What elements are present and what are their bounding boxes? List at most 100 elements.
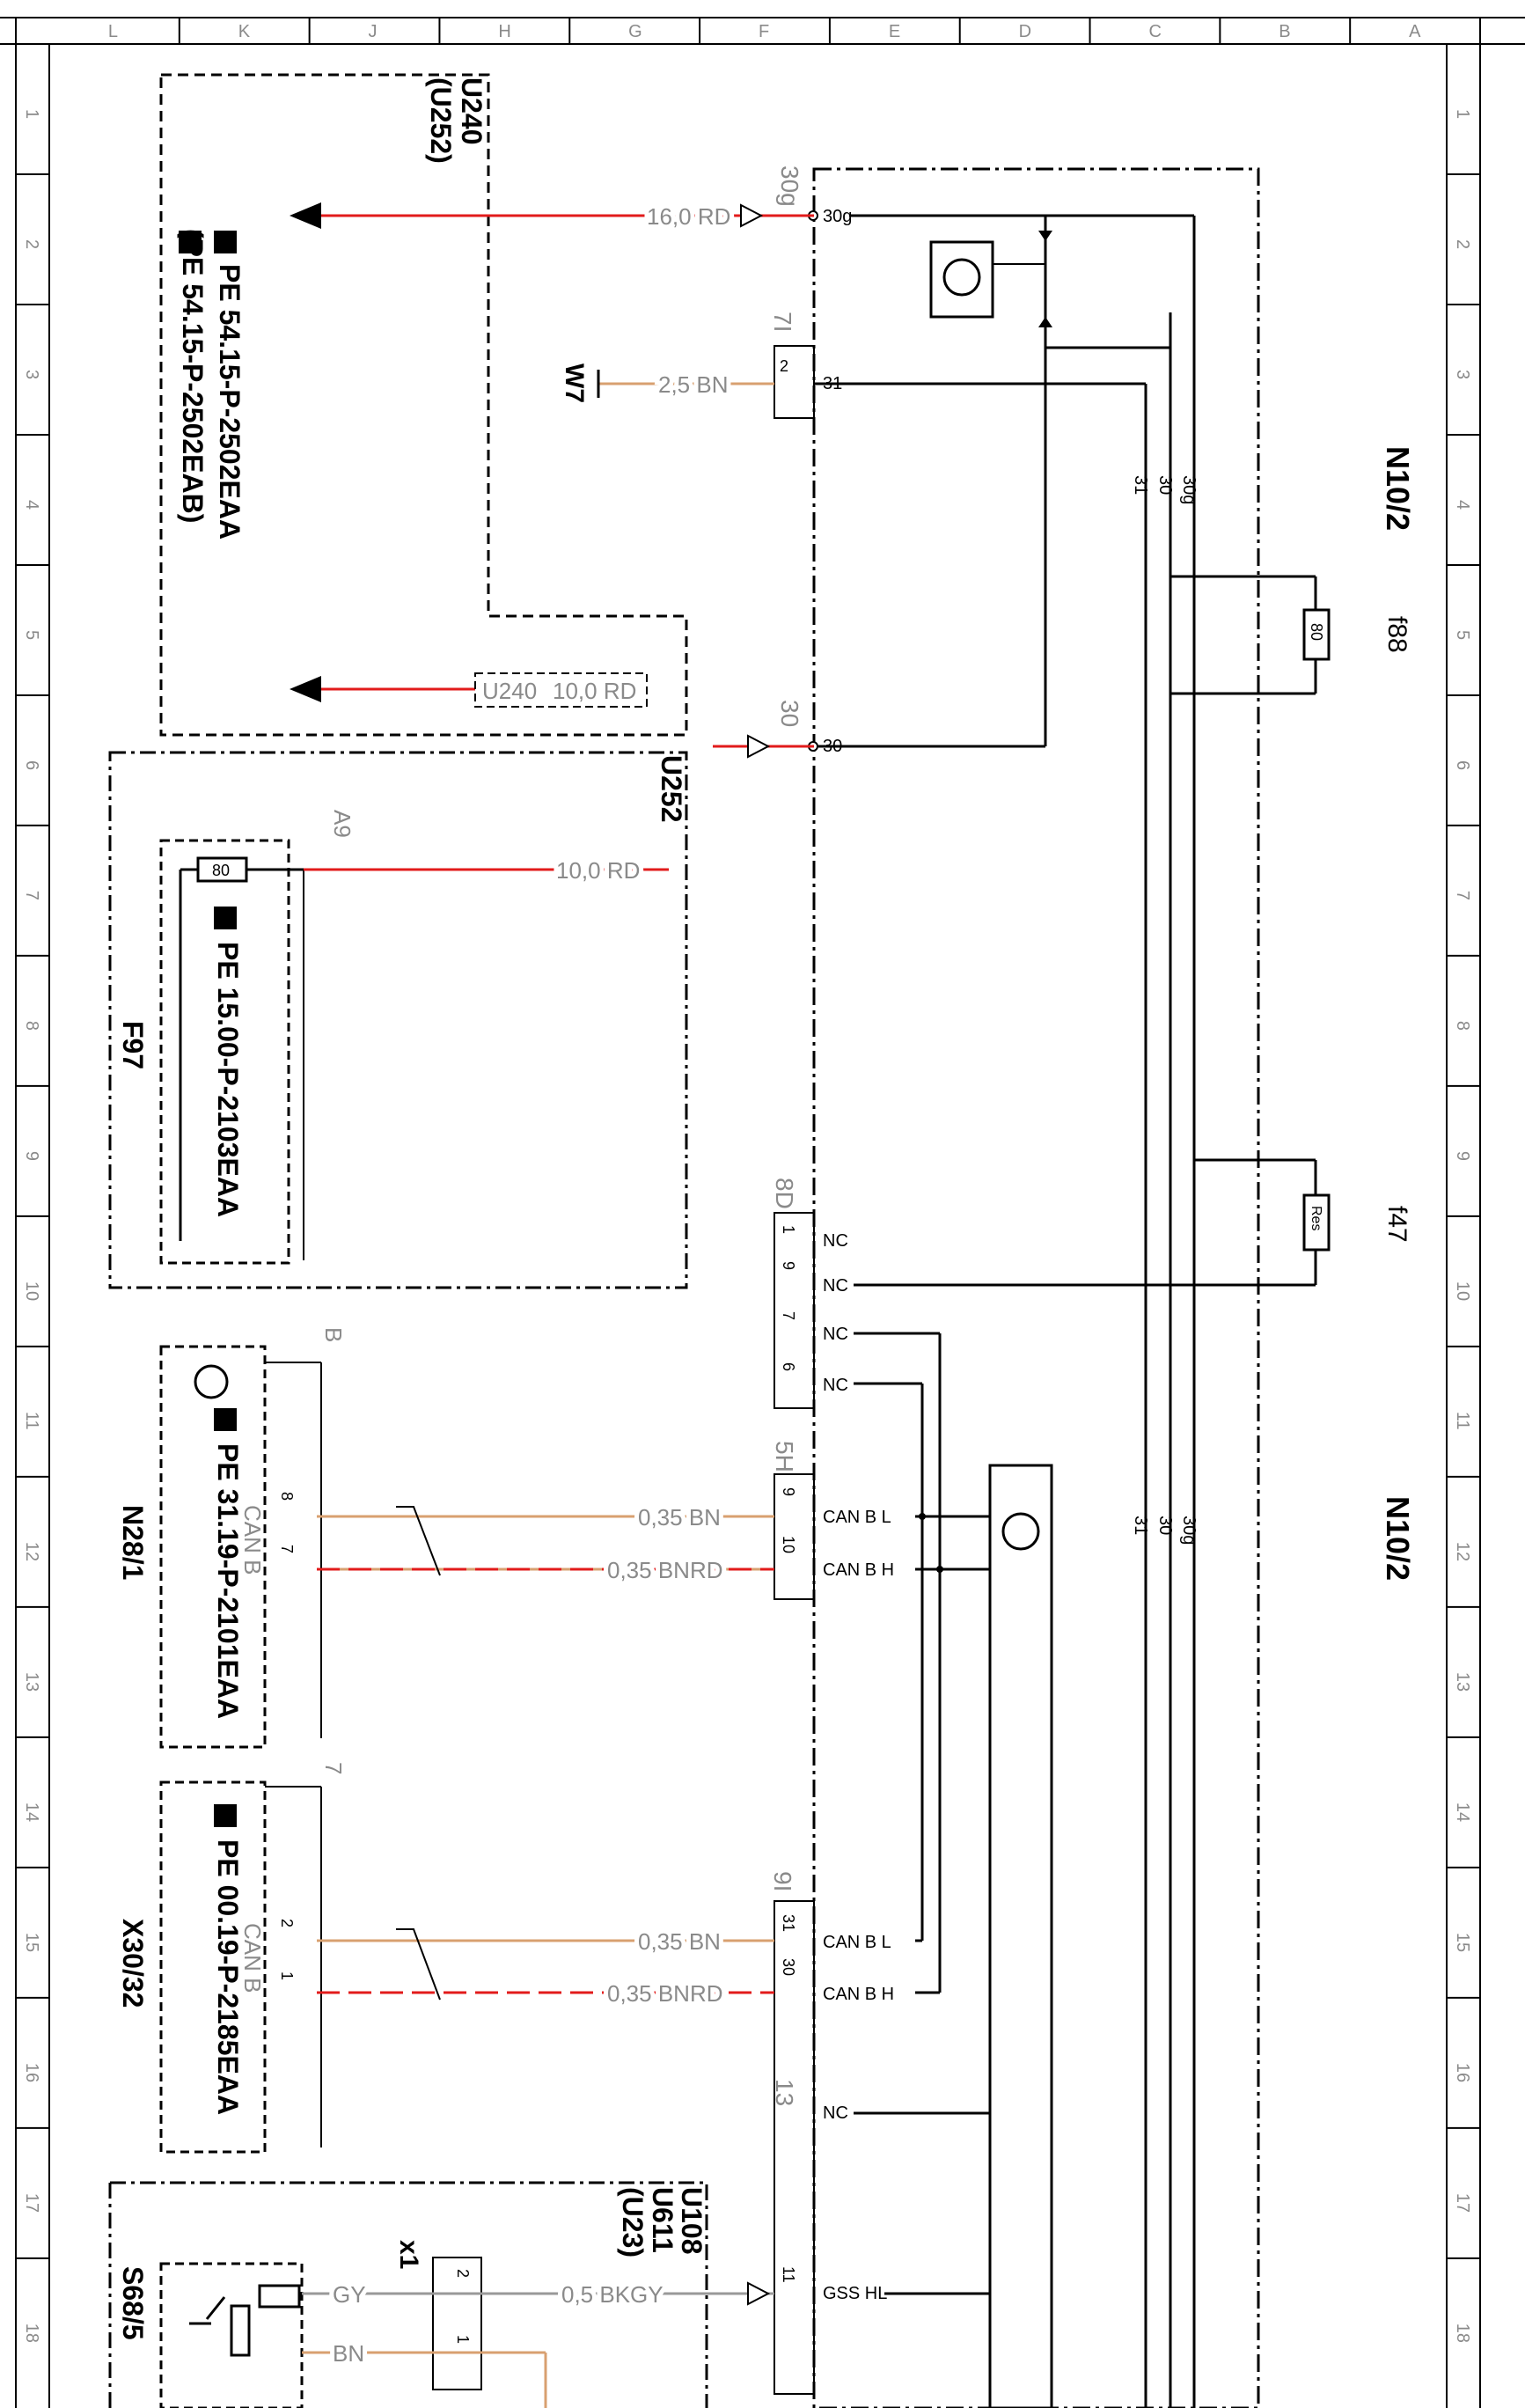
pin-can-b-l-2: CAN B L bbox=[823, 1933, 891, 1952]
row-label: 8 bbox=[22, 1021, 41, 1031]
row-label: 17 bbox=[22, 2193, 41, 2213]
wire-035-bn-2-text: 0,35 BN bbox=[638, 1928, 721, 1955]
pin-9b: 9 bbox=[780, 1487, 797, 1496]
column-label: A bbox=[1409, 22, 1421, 41]
pin-nc-2: NC bbox=[823, 1276, 848, 1296]
pin-30g: 30g bbox=[823, 207, 852, 226]
wire-bn-text: BN bbox=[333, 2340, 364, 2367]
u252-paren-label: (U252) bbox=[425, 77, 457, 164]
s68-resistor bbox=[258, 2284, 301, 2309]
row-label: 10 bbox=[1453, 1281, 1472, 1301]
pe-ref-0019: PE 00.19-P-2185EAA bbox=[212, 1839, 244, 2115]
pin-9: 9 bbox=[780, 1261, 797, 1270]
pin-can-b-h-1: CAN B H bbox=[823, 1560, 894, 1580]
row-label: 2 bbox=[22, 239, 41, 249]
s68-label: S68/5 bbox=[117, 2266, 149, 2340]
x30-label: X30/32 bbox=[117, 1919, 149, 2008]
wire-10-rd-a: 10,0 RD bbox=[553, 678, 636, 704]
pin-nc-4: NC bbox=[823, 1376, 848, 1395]
row-label: 13 bbox=[22, 1672, 41, 1692]
pe-ref-3119: PE 31.19-P-2101EAA bbox=[212, 1443, 244, 1719]
x30-can-b: CAN B bbox=[239, 1923, 266, 1993]
row-label: 16 bbox=[1453, 2063, 1472, 2082]
column-label: F bbox=[759, 22, 769, 41]
row-label: 18 bbox=[1453, 2324, 1472, 2343]
wire-16-rd-text: 16,0 RD bbox=[647, 203, 730, 230]
pin-nc-3: NC bbox=[823, 1325, 848, 1344]
x30-block bbox=[159, 1780, 267, 2154]
bus-label-30b: 30 bbox=[1155, 1516, 1175, 1535]
pe-ref-5415b: (PE 54.15-P-2502EAB) bbox=[177, 229, 209, 523]
column-label: C bbox=[1148, 22, 1161, 41]
f47-res-label: Res bbox=[1309, 1206, 1323, 1230]
pin-10: 10 bbox=[780, 1536, 797, 1553]
transistor-block bbox=[929, 240, 994, 319]
column-label: J bbox=[369, 22, 378, 41]
connector-b-label: B bbox=[320, 1327, 347, 1342]
n10-top-label: N10/2 bbox=[1380, 446, 1416, 531]
u23-label: (U23) bbox=[617, 2187, 649, 2258]
column-label: D bbox=[1019, 22, 1031, 41]
wire-gy-text: GY bbox=[333, 2281, 366, 2308]
row-label: 15 bbox=[1453, 1933, 1472, 1952]
connector-5h-label: 5H bbox=[771, 1441, 798, 1472]
pe-ref-1500: PE 15.00-P-2103EAA bbox=[212, 942, 244, 1217]
wire-05-bkgy-text: 0,5 BKGY bbox=[561, 2281, 664, 2308]
f97-fuse-value: 80 bbox=[212, 862, 230, 879]
wire-05-bkgy: 0,5 BKGY bbox=[561, 2281, 664, 2308]
bus-label-31b: 31 bbox=[1131, 1516, 1150, 1535]
bus-label-30gb: 30g bbox=[1179, 1516, 1199, 1545]
n28-block bbox=[159, 1345, 267, 1749]
a9-label: A9 bbox=[329, 810, 356, 838]
row-label: 12 bbox=[22, 1542, 41, 1561]
wire-035-bn-1: 0,35 BN bbox=[638, 1504, 721, 1531]
row-label: 12 bbox=[1453, 1542, 1472, 1561]
row-label: 13 bbox=[1453, 1672, 1472, 1692]
wire-035-bnrd-1-text: 0,35 BNRD bbox=[607, 1557, 723, 1583]
wire-bn: BN bbox=[333, 2340, 364, 2367]
u252-label: U252 bbox=[656, 755, 687, 823]
pin-31b: 31 bbox=[780, 1914, 797, 1932]
pin-can-b-l-1: CAN B L bbox=[823, 1508, 891, 1527]
s68-block bbox=[159, 2262, 304, 2408]
wire-10-rd-b-text: 10,0 RD bbox=[556, 857, 640, 884]
wire-035-bnrd-1: 0,35 BNRD bbox=[607, 1557, 723, 1583]
pin-7: 7 bbox=[780, 1311, 797, 1320]
x1-pin-1: 1 bbox=[454, 2335, 472, 2344]
wire-035-bn-2: 0,35 BN bbox=[638, 1928, 721, 1955]
pointing-hand-icon bbox=[179, 231, 202, 253]
wire-16-rd: 16,0 RD bbox=[647, 203, 730, 230]
n28-label: N28/1 bbox=[117, 1505, 149, 1580]
x30-pin-2: 2 bbox=[278, 1919, 296, 1927]
f88-fuse-value: 80 bbox=[1308, 623, 1325, 641]
pointing-hand-icon bbox=[214, 1804, 237, 1827]
column-label: E bbox=[889, 22, 900, 41]
n28-transistor-icon bbox=[194, 1364, 229, 1399]
row-label: 15 bbox=[22, 1933, 41, 1952]
row-label: 10 bbox=[22, 1281, 41, 1301]
pin-gss-hl: GSS HL bbox=[823, 2284, 887, 2303]
row-label: 1 bbox=[22, 109, 41, 119]
pointing-hand-icon bbox=[214, 1408, 237, 1431]
pointing-hand-icon bbox=[214, 231, 237, 253]
row-label: 5 bbox=[1453, 630, 1472, 640]
f88-fuse bbox=[1302, 608, 1331, 661]
row-label: 3 bbox=[1453, 370, 1472, 379]
f47-resistor bbox=[1302, 1193, 1331, 1252]
column-label: G bbox=[628, 22, 642, 41]
n28-can-b: CAN B bbox=[239, 1505, 266, 1575]
w7-label: W7 bbox=[560, 363, 589, 403]
wire-035-bnrd-2-text: 0,35 BNRD bbox=[607, 1980, 723, 2007]
connector-30g-label: 30g bbox=[776, 165, 803, 207]
pin-nc-1: NC bbox=[823, 1231, 848, 1251]
transistor-icon bbox=[942, 258, 981, 297]
u611-label: U611 bbox=[647, 2187, 678, 2253]
wire-2-5-bn-text: 2,5 BN bbox=[658, 371, 729, 398]
n28-pin-7: 7 bbox=[278, 1545, 296, 1553]
connector-7i-label: 7I bbox=[769, 312, 796, 332]
f97-label: F97 bbox=[117, 1021, 149, 1069]
row-label: 11 bbox=[1453, 1412, 1472, 1430]
column-label: B bbox=[1279, 22, 1290, 41]
